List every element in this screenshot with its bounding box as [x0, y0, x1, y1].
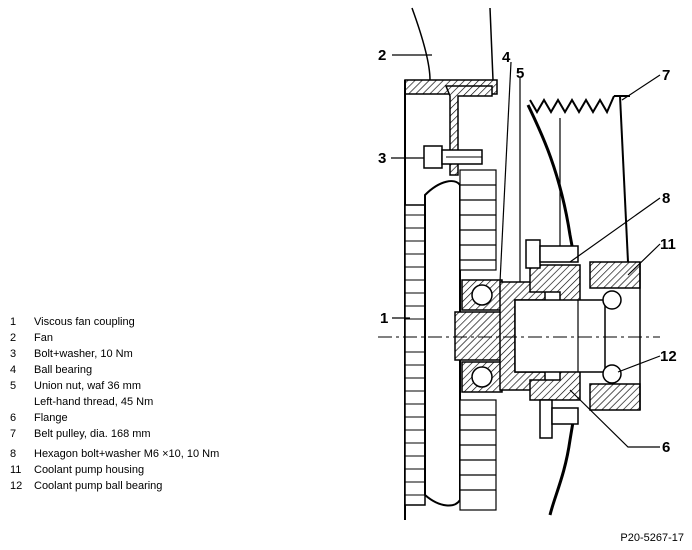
legend-number: 4 — [10, 364, 17, 376]
legend-number: 6 — [10, 412, 17, 424]
pump-shaft — [514, 299, 606, 373]
callout-3: 3 — [378, 150, 386, 167]
legend-number: 3 — [10, 348, 17, 360]
legend-number: 11 — [10, 464, 22, 476]
legend-text: Union nut, waf 36 mm — [34, 380, 141, 392]
pump-bearing-ball — [602, 364, 622, 384]
legend-item: 5 Union nut, waf 36 mm — [10, 378, 310, 394]
callout-11: 11 — [660, 236, 676, 253]
bearing-ball — [471, 366, 493, 388]
pump-housing — [589, 383, 641, 411]
callout-8: 8 — [662, 190, 670, 207]
legend-item: Left-hand thread, 45 Nm — [10, 394, 310, 410]
callout-1: 1 — [380, 310, 388, 327]
legend-item: 7 Belt pulley, dia. 168 mm — [10, 426, 310, 442]
callout-6: 6 — [662, 439, 670, 456]
pump-bearing-ball — [602, 290, 622, 310]
legend-text: Coolant pump housing — [34, 464, 145, 476]
legend-text: Ball bearing — [34, 364, 93, 376]
legend-text: Belt pulley, dia. 168 mm — [34, 428, 151, 440]
belt-pulley-rim — [619, 95, 629, 263]
legend-item: 6 Flange — [10, 410, 310, 426]
legend-item: 4 Ball bearing — [10, 362, 310, 378]
belt-pulley-profile — [526, 104, 577, 263]
legend-text: Viscous fan coupling — [34, 316, 135, 328]
callout-5: 5 — [516, 65, 524, 82]
hex-bolt-head — [539, 399, 553, 439]
belt-pulley-groove — [529, 95, 615, 115]
hex-bolt-shank — [539, 245, 579, 263]
legend-list: 1 Viscous fan coupling 2 Fan 3 Bolt+wash… — [10, 314, 310, 494]
bearing-ball — [471, 284, 493, 306]
legend-item: 1 Viscous fan coupling — [10, 314, 310, 330]
callout-2: 2 — [378, 47, 386, 64]
legend-number: 12 — [10, 480, 23, 492]
hex-bolt-head — [525, 239, 541, 269]
bolt-head — [423, 145, 443, 169]
legend-number: 2 — [10, 332, 17, 344]
legend-text: Coolant pump ball bearing — [34, 480, 163, 492]
legend-number: 8 — [10, 448, 17, 460]
callout-12: 12 — [660, 348, 677, 365]
legend-text: Fan — [34, 332, 53, 344]
legend-text: Bolt+washer, 10 Nm — [34, 348, 133, 360]
hex-bolt-shank — [551, 407, 579, 425]
legend-item: 8 Hexagon bolt+washer M6 ×10, 10 Nm — [10, 446, 310, 462]
figure-reference: P20-5267-17 — [620, 532, 684, 544]
callout-4: 4 — [502, 49, 511, 66]
legend-text: Left-hand thread, 45 Nm — [34, 396, 154, 408]
legend-item: 11 Coolant pump housing — [10, 462, 310, 478]
legend-text: Flange — [34, 412, 68, 424]
coupling-fins-inner — [459, 169, 497, 511]
belt-pulley-profile — [548, 409, 577, 516]
legend-item: 2 Fan — [10, 330, 310, 346]
legend-number: 5 — [10, 380, 17, 392]
fan-blade-edge — [489, 7, 494, 81]
pump-housing — [589, 261, 641, 289]
legend-item: 12 Coolant pump ball bearing — [10, 478, 310, 494]
fan-blade-outline — [411, 7, 431, 81]
leader-lines — [391, 54, 661, 448]
coupling-fins-left — [404, 204, 426, 506]
legend-item: 3 Bolt+washer, 10 Nm — [10, 346, 310, 362]
legend-number: 1 — [10, 316, 17, 328]
callout-7: 7 — [662, 67, 670, 84]
legend-number: 7 — [10, 428, 17, 440]
legend-text: Hexagon bolt+washer M6 ×10, 10 Nm — [34, 448, 220, 460]
